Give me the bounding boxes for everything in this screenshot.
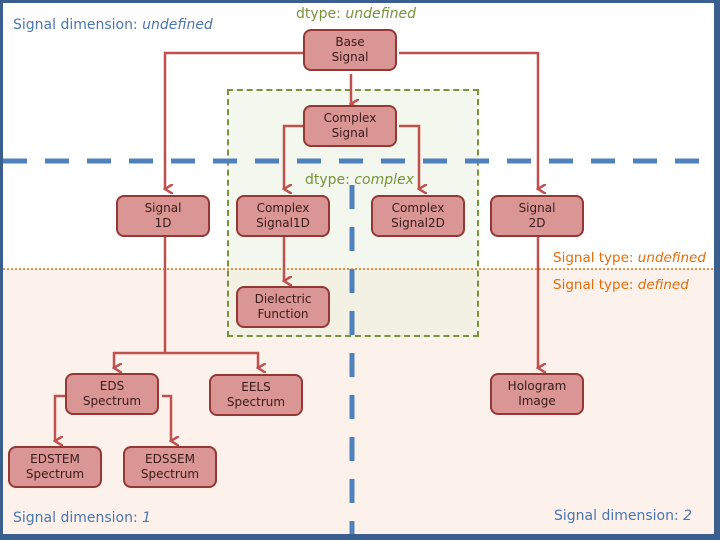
node-label-line1: EDSSEM bbox=[145, 452, 195, 466]
edge-complex-to-cs2d bbox=[399, 124, 419, 189]
label-value: undefined bbox=[142, 17, 213, 33]
node-edssem-spectrum[interactable]: EDSSEM Spectrum bbox=[123, 446, 217, 488]
label-value: 1 bbox=[142, 510, 152, 526]
node-dielectric-function[interactable]: Dielectric Function bbox=[236, 286, 330, 328]
edge-eds-to-edstem bbox=[55, 394, 67, 441]
node-complex-signal-1d[interactable]: Complex Signal1D bbox=[236, 195, 330, 237]
node-label-line1: Complex bbox=[323, 111, 377, 125]
edge-eds-to-edssem bbox=[162, 394, 171, 441]
node-signal-2d[interactable]: Signal 2D bbox=[490, 195, 584, 237]
node-label-line1: Signal bbox=[144, 201, 182, 215]
node-label-line1: Hologram bbox=[507, 379, 567, 393]
edge-to-eds bbox=[114, 351, 165, 368]
node-label-line2: Signal bbox=[331, 126, 369, 140]
node-label-line1: Base bbox=[335, 35, 365, 49]
label-prefix: Signal dimension: bbox=[13, 17, 143, 33]
edge-complex-to-cs1d bbox=[284, 124, 303, 189]
node-base-signal[interactable]: Base Signal bbox=[303, 29, 397, 71]
label-value: complex bbox=[354, 172, 414, 188]
node-signal-1d[interactable]: Signal 1D bbox=[116, 195, 210, 237]
label-value: 2 bbox=[683, 508, 693, 524]
node-label-line1: Complex bbox=[391, 201, 445, 215]
node-label-line1: EDS bbox=[99, 379, 125, 393]
node-label-line1: Complex bbox=[256, 201, 310, 215]
node-label-line1: EDSTEM bbox=[30, 452, 80, 466]
edge-to-eels bbox=[165, 351, 258, 368]
node-label-line1: Dielectric bbox=[254, 292, 312, 306]
node-complex-signal[interactable]: Complex Signal bbox=[303, 105, 397, 147]
node-label-line2: Signal2D bbox=[391, 216, 445, 230]
node-label-line1: EELS bbox=[241, 380, 271, 394]
node-hologram-image[interactable]: Hologram Image bbox=[490, 373, 584, 415]
node-label-line2: 1D bbox=[154, 216, 172, 230]
edge-base-to-signal1d bbox=[165, 51, 303, 189]
node-label-line2: Spectrum bbox=[25, 467, 85, 481]
node-label-line2: Signal bbox=[331, 50, 369, 64]
node-eds-spectrum[interactable]: EDS Spectrum bbox=[65, 373, 159, 415]
signal-dimension-2-label: Signal dimension: 2 bbox=[554, 508, 692, 524]
label-value: undefined bbox=[637, 250, 706, 266]
label-prefix: dtype: bbox=[305, 172, 355, 188]
node-edstem-spectrum[interactable]: EDSTEM Spectrum bbox=[8, 446, 102, 488]
label-value: defined bbox=[637, 277, 689, 293]
signal-type-undefined-label: Signal type: undefined bbox=[553, 250, 706, 266]
label-prefix: Signal type: bbox=[553, 277, 638, 293]
signal-type-defined-label: Signal type: defined bbox=[553, 277, 689, 293]
signal-dimension-undefined-label: Signal dimension: undefined bbox=[13, 17, 213, 33]
connectors-layer bbox=[3, 51, 714, 534]
label-prefix: Signal type: bbox=[553, 250, 638, 266]
node-label-line2: Spectrum bbox=[226, 395, 286, 409]
label-prefix: dtype: bbox=[296, 6, 346, 22]
signal-dimension-1-label: Signal dimension: 1 bbox=[13, 510, 151, 526]
node-label-line2: Signal1D bbox=[256, 216, 310, 230]
dtype-undefined-label: dtype: undefined bbox=[296, 6, 416, 22]
node-label-line2: Spectrum bbox=[140, 467, 200, 481]
node-label-line2: 2D bbox=[528, 216, 546, 230]
node-label-line1: Signal bbox=[518, 201, 556, 215]
dtype-complex-label: dtype: complex bbox=[305, 172, 414, 188]
diagram-canvas: Base Signal Complex Signal Signal 1D Com… bbox=[3, 3, 714, 534]
node-label-line2: Spectrum bbox=[82, 394, 142, 408]
node-label-line2: Image bbox=[518, 394, 556, 408]
node-label-line2: Function bbox=[257, 307, 309, 321]
label-prefix: Signal dimension: bbox=[554, 508, 684, 524]
node-complex-signal-2d[interactable]: Complex Signal2D bbox=[371, 195, 465, 237]
edge-base-to-signal2d bbox=[399, 51, 538, 189]
label-value: undefined bbox=[345, 6, 416, 22]
label-prefix: Signal dimension: bbox=[13, 510, 143, 526]
node-eels-spectrum[interactable]: EELS Spectrum bbox=[209, 374, 303, 416]
